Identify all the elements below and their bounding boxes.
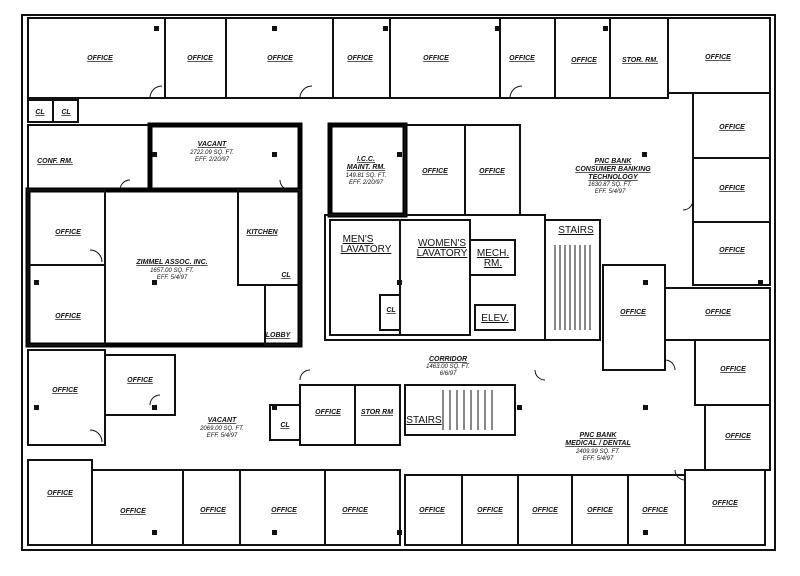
- room-office: OFFICE: [705, 309, 731, 316]
- tenant-area: 2409.99 SQ. FT.: [575, 449, 620, 455]
- room-conf-rm: CONF. RM.: [37, 158, 73, 165]
- room-kitchen: KITCHEN: [246, 229, 278, 236]
- doors: [89, 85, 694, 481]
- room-office: OFFICE: [509, 55, 535, 62]
- tenant-area: 2722.09 SQ. FT.: [189, 150, 234, 156]
- room-womens-lavatory: WOMEN'S: [418, 238, 466, 249]
- tenant-name: CONSUMER BANKING: [575, 166, 651, 173]
- room-office: OFFICE: [267, 55, 293, 62]
- room-office: OFFICE: [712, 500, 738, 507]
- room-office: OFFICE: [342, 507, 368, 514]
- room-office: OFFICE: [127, 377, 153, 384]
- room-office: OFFICE: [571, 57, 597, 64]
- room-stor-rm: STOR. RM.: [622, 57, 658, 64]
- room-closet: CL: [281, 272, 290, 279]
- tenant-name: VACANT: [208, 417, 237, 424]
- room-stor-rm: STOR RM: [361, 409, 393, 416]
- room-stairs: STAIRS: [558, 225, 594, 236]
- tenant-area: 1630.87 SQ. FT.: [588, 182, 632, 188]
- room-office: OFFICE: [423, 55, 449, 62]
- room-closet: CL: [386, 307, 395, 314]
- tenant-vacant-south: VACANT 2069.00 SQ. FT. EFF. 5/4/97: [199, 417, 244, 439]
- room-office: OFFICE: [705, 54, 731, 61]
- room-office: OFFICE: [87, 55, 113, 62]
- room-closet: CL: [280, 422, 289, 429]
- room-lobby: LOBBY: [266, 332, 292, 339]
- tenant-icc: I.C.C. MAINT. RM. 149.81 SQ. FT. EFF. 2/…: [346, 156, 387, 186]
- tenant-area: 1657.00 SQ. FT.: [150, 268, 194, 274]
- tenant-effective-date: EFF. 5/4/97: [157, 275, 188, 281]
- room-office: OFFICE: [47, 490, 73, 497]
- tenant-name: PNC BANK: [595, 158, 633, 165]
- room-labels: OFFICE OFFICE OFFICE OFFICE OFFICE OFFIC…: [35, 54, 751, 515]
- tenant-effective-date: 6/6/97: [440, 371, 457, 377]
- room-office: OFFICE: [200, 507, 226, 514]
- room-closet: CL: [35, 109, 44, 116]
- tenant-name: MAINT. RM.: [347, 164, 385, 171]
- room-office: OFFICE: [419, 507, 445, 514]
- room-office: OFFICE: [52, 387, 78, 394]
- room-womens-lavatory: LAVATORY: [417, 248, 468, 259]
- tenant-name: I.C.C.: [357, 156, 375, 163]
- tenant-vacant-north: VACANT 2722.09 SQ. FT. EFF. 2/20/97: [189, 141, 234, 163]
- tenant-area: 1463.00 SQ. FT.: [426, 364, 470, 370]
- room-office: OFFICE: [720, 366, 746, 373]
- columns: [34, 26, 763, 535]
- room-mech-rm: MECH.: [477, 248, 509, 259]
- room-office: OFFICE: [422, 168, 448, 175]
- room-office: OFFICE: [120, 508, 146, 515]
- room-office: OFFICE: [587, 507, 613, 514]
- tenant-name: PNC BANK: [580, 432, 618, 439]
- tenant-name: TECHNOLOGY: [588, 174, 639, 181]
- room-office: OFFICE: [479, 168, 505, 175]
- tenant-effective-date: EFF. 5/4/97: [583, 456, 614, 462]
- room-mech-rm: RM.: [484, 258, 502, 269]
- room-mens-lavatory: MEN'S: [343, 234, 374, 245]
- tenant-effective-date: EFF. 2/20/97: [195, 157, 230, 163]
- room-office: OFFICE: [642, 507, 668, 514]
- tenant-effective-date: EFF. 5/4/97: [595, 189, 626, 195]
- room-elevator: ELEV.: [481, 313, 508, 324]
- tenant-area: 2069.00 SQ. FT.: [199, 426, 244, 432]
- tenant-effective-date: EFF. 2/20/97: [349, 180, 384, 186]
- room-office: OFFICE: [187, 55, 213, 62]
- room-office: OFFICE: [55, 313, 81, 320]
- tenant-name: ZIMMEL ASSOC. INC.: [135, 259, 207, 266]
- room-stairs: STAIRS: [406, 415, 442, 426]
- tenant-pnc-medical: PNC BANK MEDICAL / DENTAL 2409.99 SQ. FT…: [565, 432, 630, 462]
- tenant-corridor: CORRIDOR 1463.00 SQ. FT. 6/6/97: [426, 356, 470, 377]
- tenant-area: 149.81 SQ. FT.: [346, 173, 387, 179]
- room-office: OFFICE: [719, 185, 745, 192]
- tenant-name: MEDICAL / DENTAL: [565, 440, 630, 447]
- room-closet: CL: [61, 109, 70, 116]
- room-office: OFFICE: [719, 247, 745, 254]
- room-office: OFFICE: [477, 507, 503, 514]
- room-office: OFFICE: [55, 229, 81, 236]
- tenant-effective-date: EFF. 5/4/97: [207, 433, 238, 439]
- tenant-labels: VACANT 2722.09 SQ. FT. EFF. 2/20/97 I.C.…: [135, 141, 651, 462]
- room-office: OFFICE: [271, 507, 297, 514]
- tenant-name: CORRIDOR: [429, 356, 467, 363]
- tenant-zimmel: ZIMMEL ASSOC. INC. 1657.00 SQ. FT. EFF. …: [135, 259, 207, 281]
- room-office: OFFICE: [532, 507, 558, 514]
- room-mens-lavatory: LAVATORY: [341, 244, 392, 255]
- tenant-name: VACANT: [198, 141, 227, 148]
- walls: [21, 14, 776, 551]
- tenant-pnc-consumer: PNC BANK CONSUMER BANKING TECHNOLOGY 163…: [575, 158, 651, 195]
- room-office: OFFICE: [725, 433, 751, 440]
- stair-treads: [442, 245, 591, 430]
- room-office: OFFICE: [315, 409, 341, 416]
- room-office: OFFICE: [620, 309, 646, 316]
- room-office: OFFICE: [347, 55, 373, 62]
- room-office: OFFICE: [719, 124, 745, 131]
